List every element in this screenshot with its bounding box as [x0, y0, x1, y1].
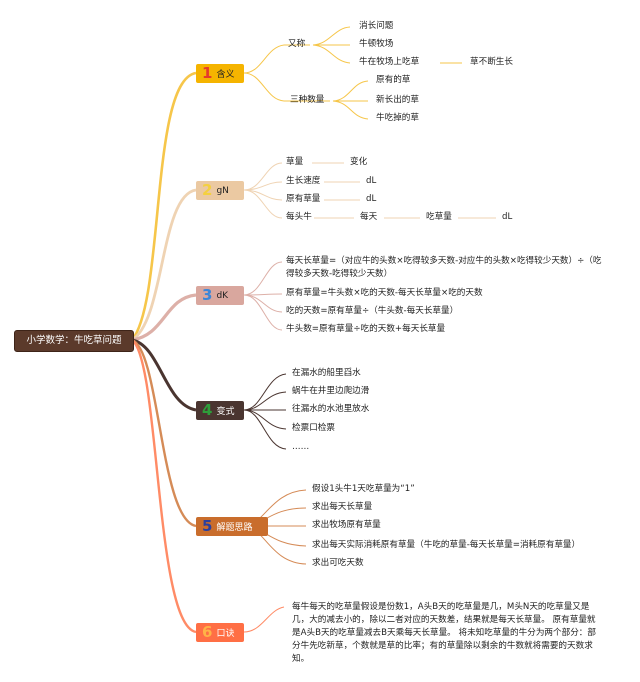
- branch-4-item: 检票口检票: [292, 423, 335, 433]
- branch-node-5: 5 解题思路: [196, 517, 268, 536]
- branch-5-item: 求出牧场原有草量: [312, 520, 381, 530]
- branch-node-6: 6 口诀: [196, 623, 244, 642]
- branch-3-item: 原有草量=牛头数×吃的天数-每天长草量×吃的天数: [286, 288, 483, 298]
- branch-label-5: 解题思路: [216, 523, 253, 533]
- branch-5-item: 求出可吃天数: [312, 558, 364, 568]
- branch-label-3: dK: [216, 290, 229, 301]
- branch-2-extra: dL: [366, 194, 377, 204]
- branch-label-4: 变式: [216, 407, 235, 417]
- branch-2-item: 原有草量: [286, 194, 321, 204]
- branch-2-extra: 变化: [350, 157, 368, 167]
- branch-label-2: gN: [216, 185, 229, 196]
- branch-4-item: 往漏水的水池里放水: [292, 404, 370, 414]
- link-branch-6: [131, 339, 197, 634]
- branch-2-extra: dL: [366, 176, 377, 186]
- branch-2-extra: dL: [502, 212, 513, 222]
- branch-1-item: 新长出的草: [376, 95, 419, 105]
- branch-3-item: 每天长草量=（对应牛的头数×吃得较多天数-对应牛的头数×吃得较少天数）÷（吃得较…: [286, 256, 602, 279]
- branch-1-item: 牛在牧场上吃草: [359, 57, 420, 67]
- branch-3-item: 吃的天数=原有草量÷（牛头数-每天长草量）: [286, 306, 459, 316]
- branch-1-group-1-label: 又称: [288, 39, 306, 49]
- branch-4-connectors: [243, 373, 287, 450]
- link-branch-3: [131, 293, 197, 342]
- branch-1-group-2-label: 三种数量: [290, 95, 325, 105]
- branch-number-6: 6: [202, 623, 213, 641]
- branch-2-extra: 每天: [360, 212, 378, 222]
- branch-3-connectors: [243, 261, 283, 331]
- branch-number-3: 3: [202, 286, 213, 304]
- branch-label-1: 含义: [216, 70, 235, 80]
- branch-2-item: 草量: [286, 157, 304, 167]
- branch-5-item: 假设1头牛1天吃草量为“1”: [312, 484, 415, 494]
- link-branch-4: [131, 338, 197, 412]
- branch-label-6: 口诀: [216, 629, 235, 639]
- branch-1-item: 牛吃掉的草: [376, 113, 419, 123]
- branch-1-extra: 草不断生长: [470, 57, 513, 67]
- branch-node-4: 4 变式: [196, 401, 244, 420]
- branch-4-item: 在漏水的船里舀水: [292, 368, 361, 378]
- branch-node-2: 2 gN: [196, 181, 244, 200]
- branch-2-item: 每头牛: [286, 212, 312, 222]
- branch-2-item: 生长速度: [286, 176, 321, 186]
- branch-1-item: 牛顿牧场: [359, 39, 394, 49]
- link-branch-5: [131, 338, 197, 528]
- link-branch-1: [130, 71, 197, 341]
- branch-number-2: 2: [202, 181, 213, 199]
- branch-number-1: 1: [202, 64, 213, 82]
- branch-5-item: 求出每天实际消耗原有草量（牛吃的草量-每天长草量=消耗原有草量）: [312, 540, 581, 550]
- branch-number-5: 5: [202, 517, 213, 535]
- branch-1-connectors: [243, 26, 462, 120]
- branch-4-item: 蜗牛在井里边爬边滑: [292, 386, 370, 396]
- branch-3-item: 牛头数=原有草量÷吃的天数+每天长草量: [286, 324, 446, 334]
- branch-5-item: 求出每天长草量: [312, 502, 373, 512]
- branch-6-connectors: [243, 606, 285, 633]
- branch-node-3: 3 dK: [196, 286, 244, 305]
- branch-6-text: 每牛每天的吃草量假设是份数1，A头B天的吃草量是几，M头N天的吃草量又是几，大的…: [292, 602, 596, 664]
- branch-2-connectors: [243, 162, 496, 219]
- branch-1-item: 消长问题: [359, 21, 394, 31]
- branch-node-1: 1 含义: [196, 64, 244, 83]
- branch-4-item: ……: [292, 442, 310, 452]
- branch-1-item: 原有的草: [376, 75, 411, 85]
- branch-2-extra: 吃草量: [426, 212, 452, 222]
- branch-number-4: 4: [202, 401, 213, 419]
- root-topic: 小学数学：牛吃草问题: [14, 330, 134, 352]
- link-branch-2: [131, 188, 197, 342]
